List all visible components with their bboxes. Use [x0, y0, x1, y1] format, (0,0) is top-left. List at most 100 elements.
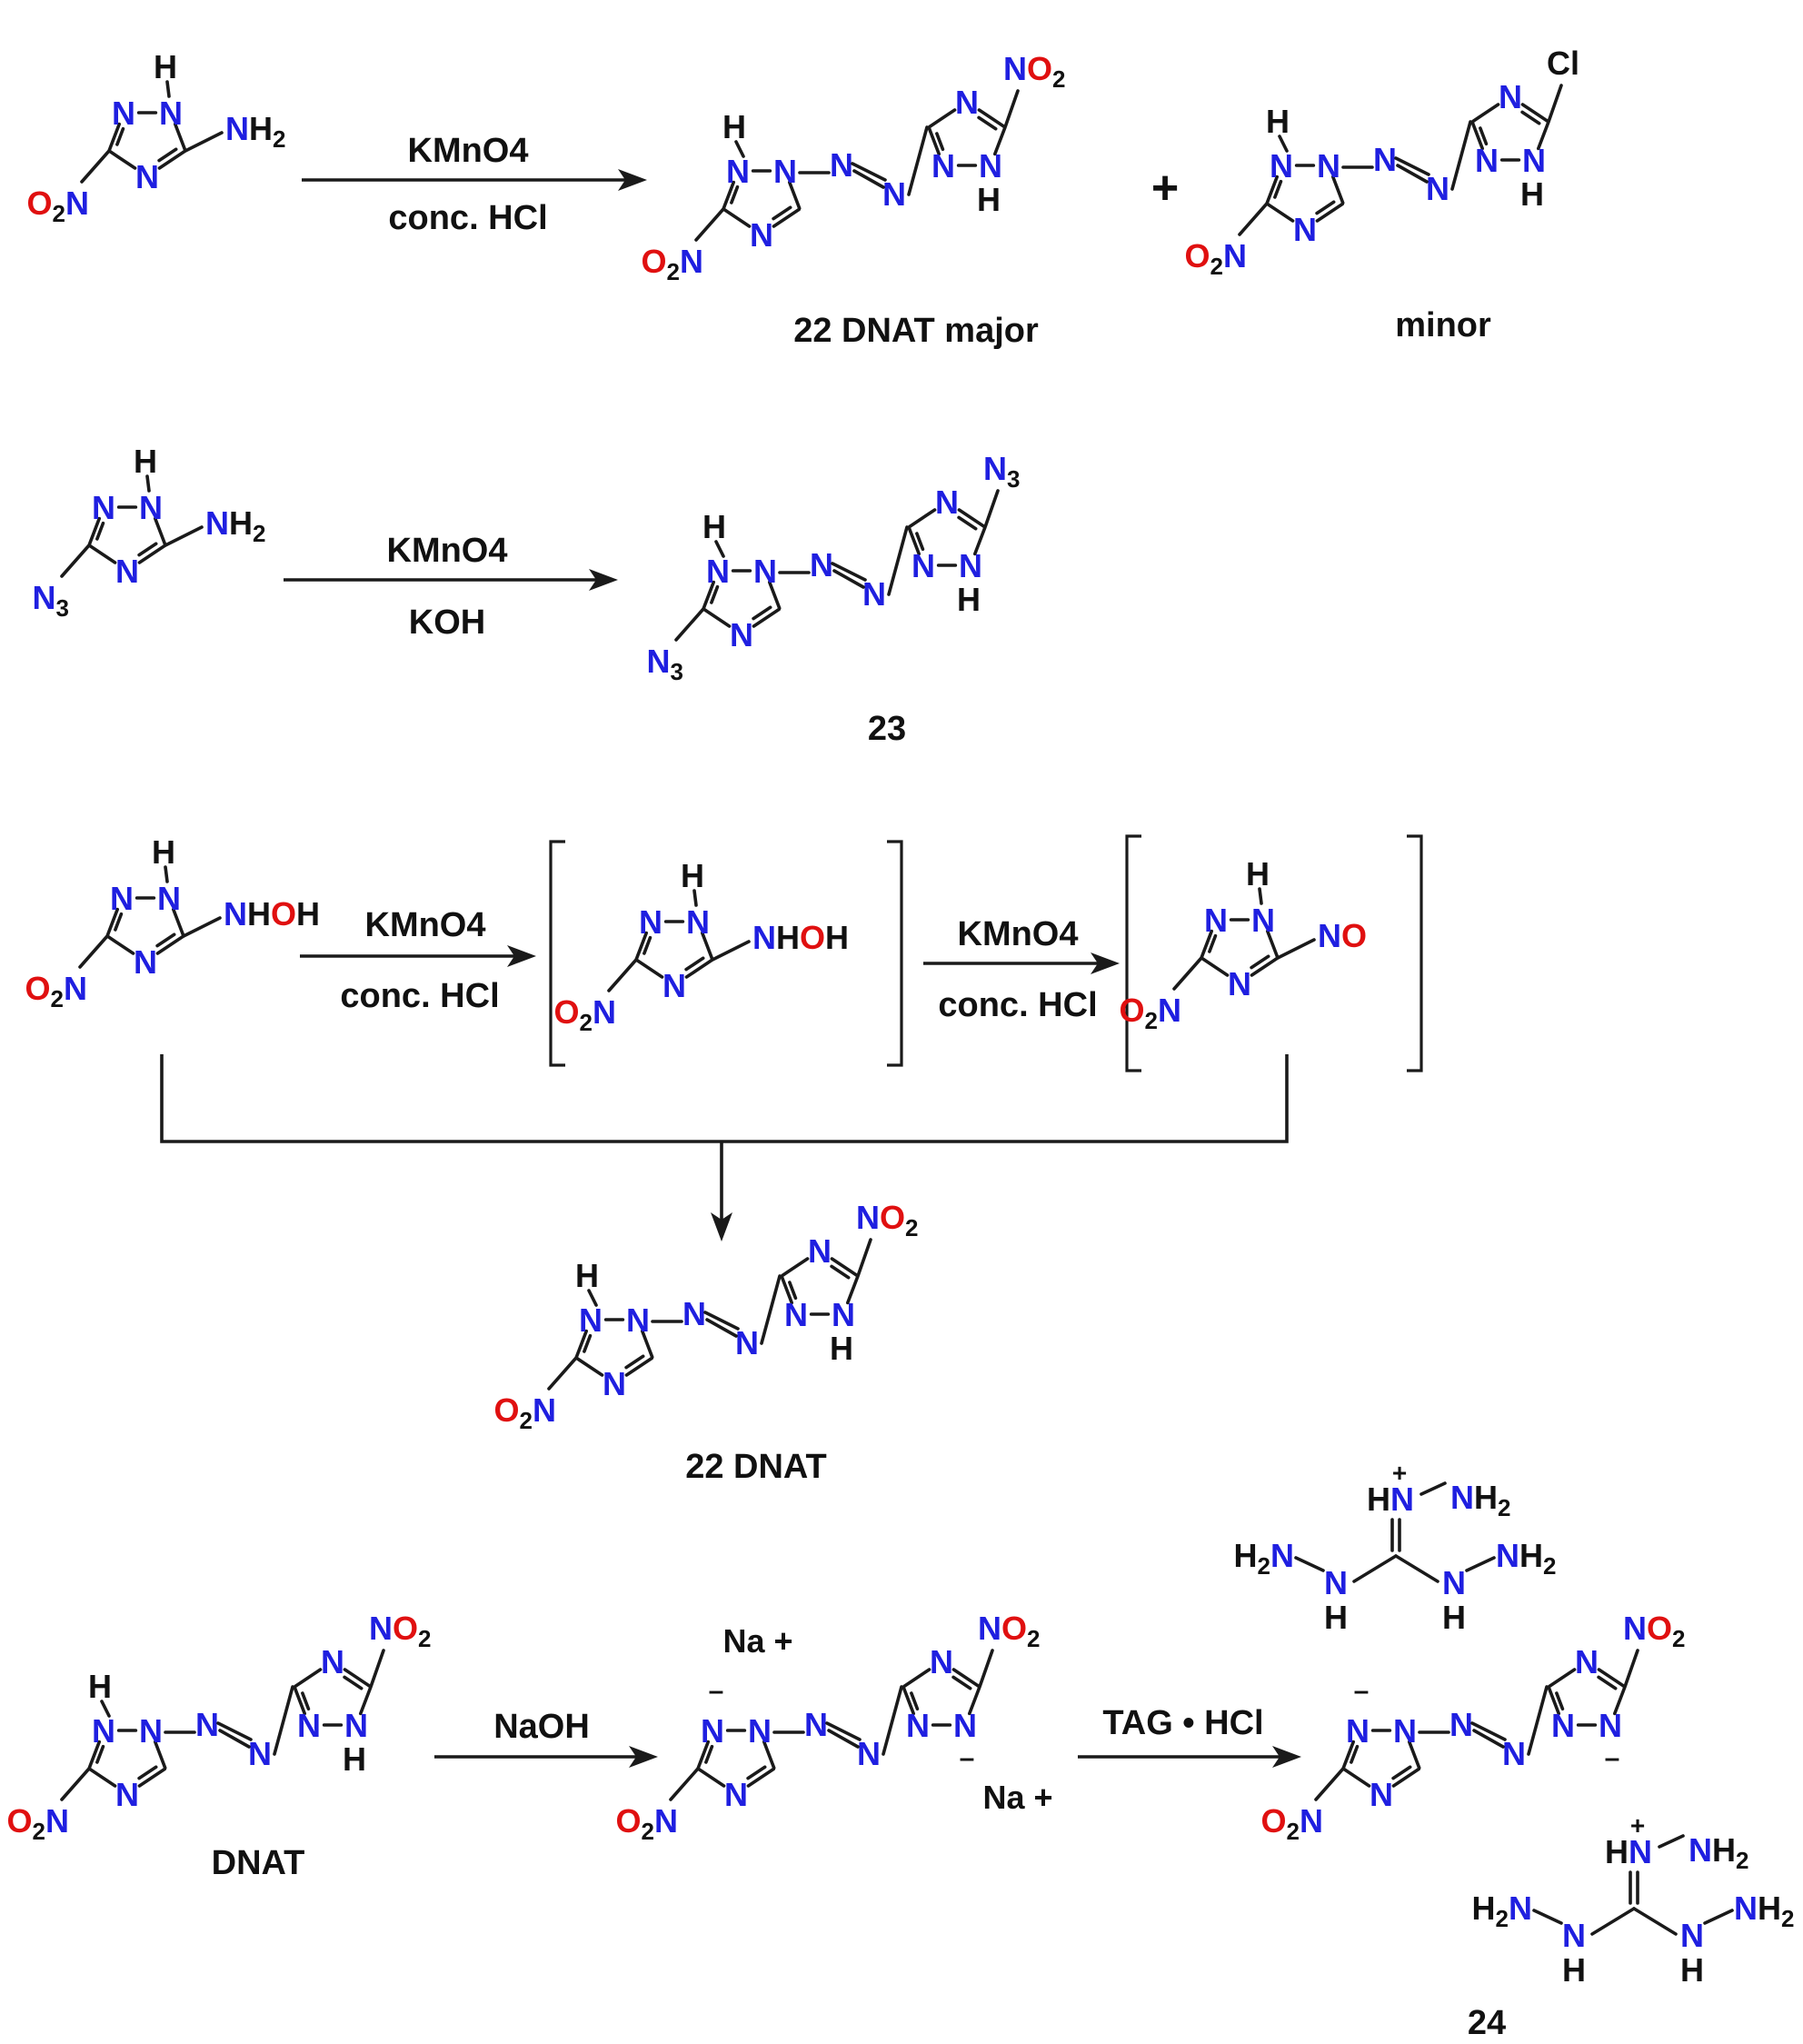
substituent-group: O2​N: [1185, 237, 1247, 280]
imine-group: HN: [1605, 1833, 1652, 1870]
hydrogen-label: H: [88, 1668, 112, 1705]
ring-nitrogen: N: [784, 1296, 808, 1333]
ring-nitrogen: N: [159, 95, 183, 132]
ring-nitrogen: N: [134, 943, 157, 981]
hydrogen-label: H: [1246, 855, 1270, 892]
amine-group: NH2​: [1496, 1537, 1556, 1580]
ring-nitrogen: N: [832, 1296, 855, 1333]
ring-nitrogen: N: [1270, 147, 1293, 184]
ring-nitrogen: N: [1370, 1776, 1393, 1813]
hydrazine-nitrogen: N: [1442, 1564, 1466, 1601]
ring-nitrogen: N: [639, 903, 662, 941]
ring-nitrogen: N: [1499, 78, 1522, 115]
azo-nitrogen: N: [1502, 1735, 1526, 1772]
ring-nitrogen: N: [1204, 902, 1228, 939]
substituent-group: O2​N: [25, 970, 87, 1012]
ring-nitrogen: N: [157, 880, 181, 917]
intermediate-bracket-2: [1125, 834, 1423, 1072]
amine-group: NH2​: [205, 504, 265, 547]
ring-nitrogen: N: [115, 553, 139, 590]
substituent-group: N3​: [647, 643, 683, 685]
azo-nitrogen: N: [862, 575, 886, 613]
substituent-group: NO2​: [1003, 50, 1065, 93]
substituent-group: O2​N: [554, 993, 616, 1036]
sodium-ions: Na +Na +: [722, 1622, 1052, 1816]
ring-nitrogen: N: [112, 95, 135, 132]
ring-nitrogen: N: [110, 880, 134, 917]
arrow-2: [284, 569, 618, 591]
substituent-group: Cl: [1547, 45, 1579, 82]
reagent-kmno4: KMnO4: [958, 915, 1079, 953]
ring-nitrogen: N: [979, 147, 1002, 184]
azo-nitrogen: N: [1426, 170, 1449, 207]
azo-nitrogen: N: [804, 1706, 828, 1743]
ring-nitrogen: N: [92, 1712, 115, 1750]
arrow-4b: [1078, 1746, 1301, 1768]
hydrogen-label: H: [134, 443, 157, 480]
ring-nitrogen: N: [808, 1232, 832, 1270]
substituent-group: NO2​: [1623, 1610, 1685, 1652]
azo-nitrogen: N: [882, 175, 906, 213]
hydrogen-label: H: [1324, 1599, 1348, 1636]
ring-nitrogen: N: [603, 1365, 626, 1402]
ring-nitrogen: N: [911, 547, 935, 584]
ring-nitrogen: N: [135, 158, 159, 195]
substituent-group: NO2​: [856, 1199, 918, 1241]
substituent-group: O2​N: [1120, 992, 1181, 1034]
azo-nitrogen: N: [857, 1735, 881, 1772]
hydrogen-label: H: [977, 181, 1001, 218]
reagent-kmno4: KMnO4: [408, 132, 529, 170]
hydrogen-label: H: [702, 508, 726, 545]
ring-nitrogen: N: [139, 1712, 163, 1750]
arrow-3a: [300, 945, 536, 967]
ring-nitrogen: N: [773, 153, 797, 190]
ring-nitrogen: N: [115, 1776, 139, 1813]
ring-nitrogen: N: [706, 553, 730, 590]
substituent-group: O2​N: [27, 184, 89, 227]
ring-nitrogen: N: [724, 1776, 748, 1813]
ring-nitrogen: N: [701, 1712, 724, 1750]
ring-nitrogen: N: [1599, 1707, 1622, 1744]
hydrogen-label: H: [343, 1740, 366, 1778]
substituent-group: O2​N: [7, 1802, 69, 1845]
amine-group: NH2​: [1734, 1889, 1794, 1932]
hydrogen-label: H: [1562, 1951, 1586, 1989]
hydrogen-label: H: [152, 833, 175, 871]
ring-nitrogen: N: [1317, 147, 1340, 184]
hydrogen-label: H: [957, 581, 981, 618]
ring-nitrogen: N: [1346, 1712, 1370, 1750]
substituent-group: N3​: [33, 579, 69, 622]
ring-nitrogen: N: [579, 1301, 603, 1339]
ring-nitrogen: N: [748, 1712, 772, 1750]
imine-group: HN: [1367, 1481, 1414, 1518]
amine-group: NH2​: [1450, 1479, 1510, 1521]
reagents: KMnO4 conc. HCl KMnO4 KOH KMnO4 conc. HC…: [340, 132, 1263, 1746]
plus-charge: +: [1630, 1811, 1645, 1840]
substituent-group: O2​N: [494, 1391, 556, 1434]
hydrogen-label: H: [1442, 1599, 1466, 1636]
azo-nitrogen: N: [1373, 141, 1397, 178]
ring-nitrogen: N: [906, 1707, 930, 1744]
ring-nitrogen: N: [1251, 902, 1275, 939]
ring-nitrogen: N: [753, 553, 777, 590]
hydrogen-label: H: [575, 1257, 599, 1294]
minus-charge: –: [1605, 1743, 1620, 1773]
reagent-hcl: conc. HCl: [938, 986, 1097, 1024]
amine-group: H2​N: [1234, 1537, 1294, 1580]
azo-nitrogen: N: [810, 546, 833, 583]
label-24: 24: [1468, 2004, 1506, 2042]
reagent-hcl: conc. HCl: [388, 199, 547, 237]
label-dnat: DNAT: [212, 1844, 305, 1882]
amine-group: NH2​: [1688, 1831, 1748, 1874]
azo-nitrogen: N: [1449, 1706, 1473, 1743]
